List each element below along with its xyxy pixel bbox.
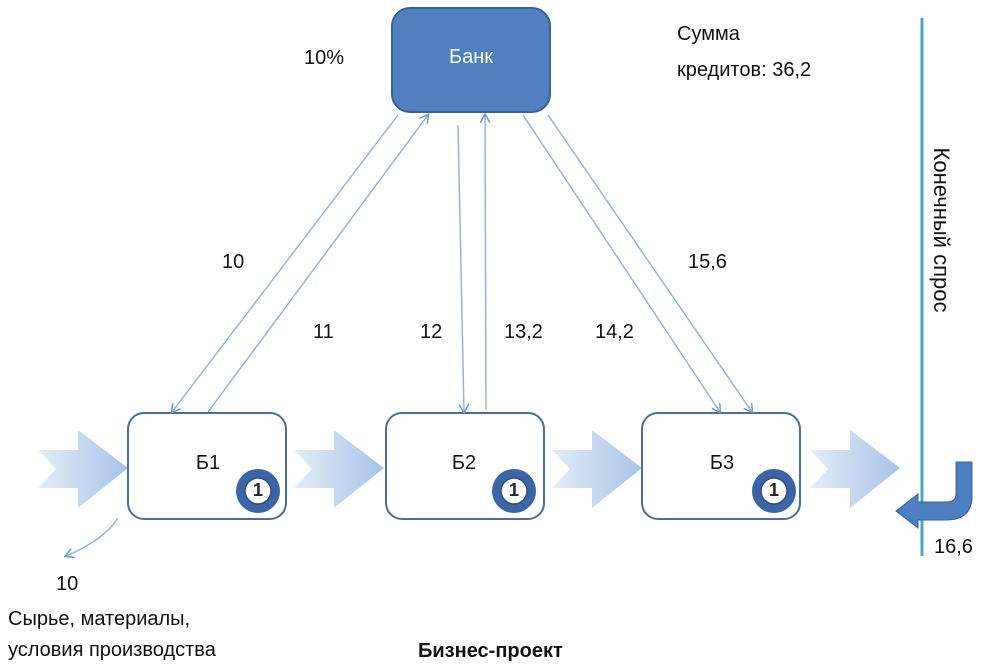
- raw-materials-line1: Сырье, материалы,: [8, 608, 191, 630]
- flow-label-b3-loan: 14,2: [595, 321, 634, 343]
- chevron-arrow-in: [38, 430, 128, 508]
- arrow-bank-to-b3-a: [522, 114, 720, 412]
- node-label-b3: Б3: [709, 452, 735, 474]
- arrow-bank-to-b3-b: [547, 114, 752, 412]
- bank-rate-label: 10%: [304, 47, 345, 69]
- badge-b2: [492, 469, 536, 513]
- raw-materials-arrow: [66, 517, 119, 556]
- badge-label-b2: 1: [508, 480, 519, 500]
- final-demand-hook-arrow: [895, 461, 973, 530]
- flow-label-b1-repay: 11: [313, 321, 334, 343]
- final-demand-label: Конечный спрос: [929, 147, 954, 313]
- raw-materials-label: Сырье, материалы, условия производства: [8, 604, 216, 666]
- badge-b3: [752, 469, 796, 513]
- arrow-b1-to-bank: [207, 115, 428, 413]
- raw-materials-line2: условия производства: [8, 639, 216, 661]
- final-demand-value: 16,6: [934, 536, 973, 558]
- arrow-bank-to-b1: [172, 114, 399, 412]
- node-label-b1: Б1: [195, 452, 221, 474]
- node-label-b2: Б2: [451, 452, 477, 474]
- credit-sum-line1: Сумма: [677, 23, 740, 45]
- arrow-bank-to-b2: [457, 124, 464, 412]
- badge-label-b1: 1: [252, 480, 263, 500]
- chevron-arrow-b1-b2: [294, 430, 384, 508]
- chevron-arrow-b2-b3: [552, 430, 642, 508]
- badge-label-b3: 1: [768, 480, 779, 500]
- flow-label-b3-repay: 15,6: [688, 251, 727, 273]
- flow-label-b2-repay: 13,2: [504, 321, 543, 343]
- raw-materials-value: 10: [56, 573, 79, 595]
- chevron-arrow-out: [810, 430, 900, 508]
- flow-label-b1-loan: 10: [222, 251, 245, 273]
- arrow-b2-to-bank: [485, 115, 486, 411]
- badge-b1: [236, 469, 280, 513]
- flow-label-b2-loan: 12: [420, 321, 443, 343]
- credit-sum-line2: кредитов: 36,2: [677, 59, 812, 81]
- bank-box: [391, 7, 551, 113]
- bank-label: Банк: [448, 46, 494, 68]
- diagram-title: Бизнес-проект: [418, 640, 563, 662]
